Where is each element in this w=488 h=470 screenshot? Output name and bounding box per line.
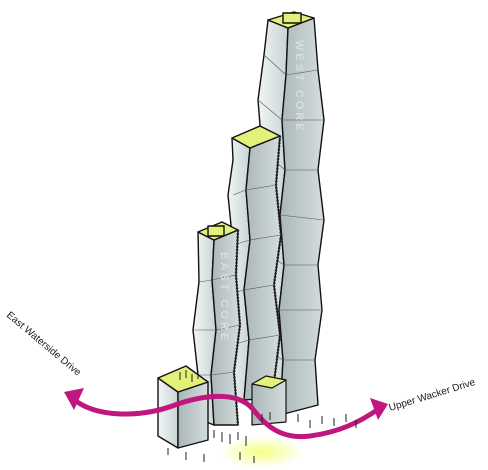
- podium-roof: [157, 365, 209, 393]
- middle-tower-side-face: [243, 135, 282, 401]
- ground-glow: [220, 436, 304, 468]
- pedestrian-marks: [167, 370, 357, 463]
- east-tower: [192, 221, 242, 426]
- podium-side-face: [177, 381, 209, 449]
- west-core-label: WEST CORE: [293, 40, 305, 134]
- east-waterside-route: [69, 393, 383, 440]
- arrow-head-left: [64, 388, 84, 410]
- west-tower-roof-box: [282, 12, 302, 24]
- east-waterside-drive-label: East Waterside Drive: [4, 310, 83, 379]
- arrow-head-right: [370, 398, 388, 420]
- upper-wacker-drive-label: Upper Wacker Drive: [388, 377, 477, 414]
- east-core-label: EAST CORE: [218, 252, 230, 343]
- east-tower-roof-box: [207, 225, 225, 237]
- base-block-roof: [251, 375, 287, 389]
- route-path: [69, 393, 383, 440]
